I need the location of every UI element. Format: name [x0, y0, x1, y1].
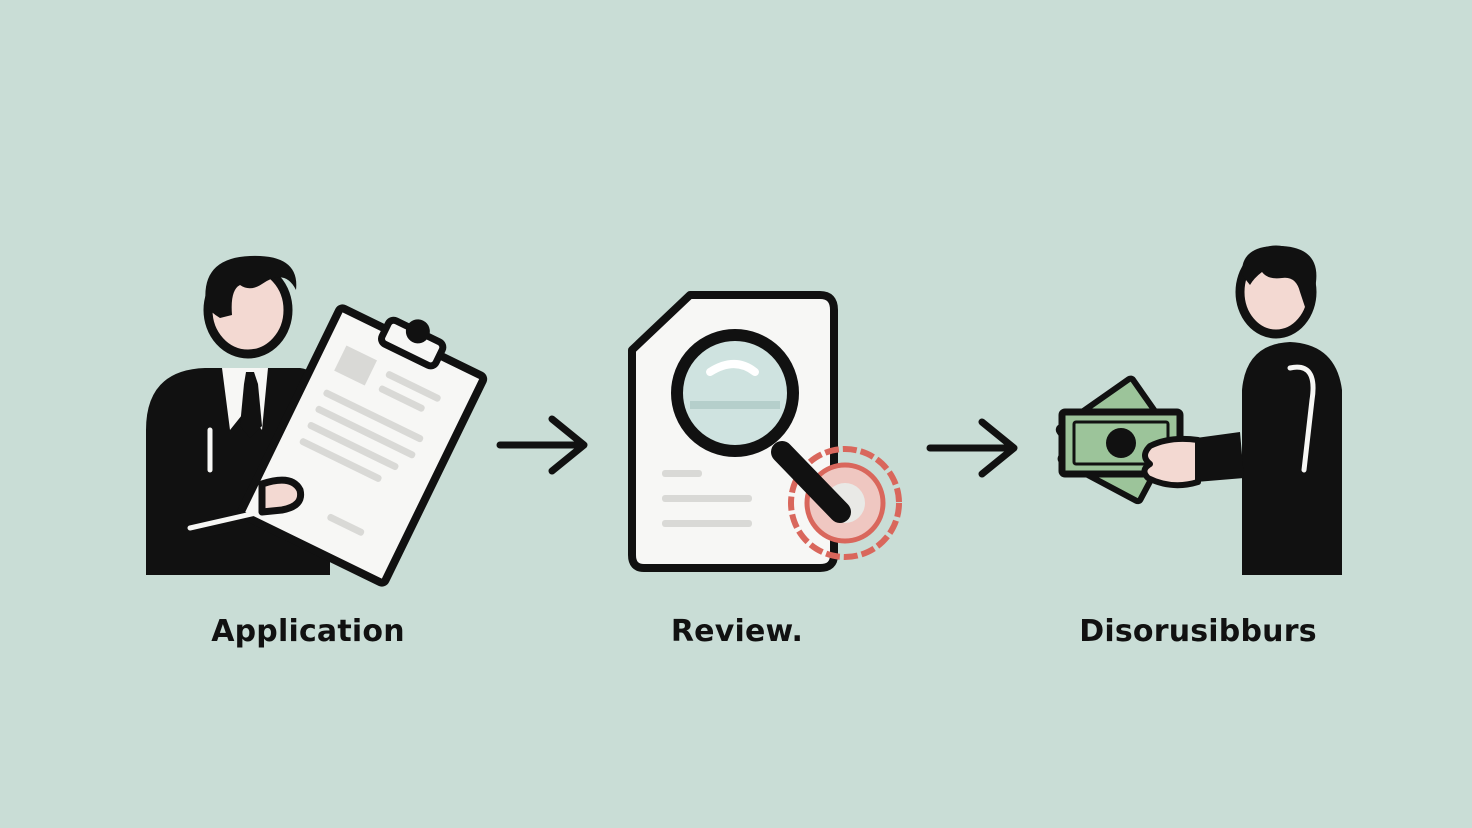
clipboard [237, 304, 488, 587]
applicant-hand [258, 476, 305, 516]
recipient-hair [1241, 245, 1317, 310]
magnifier [671, 329, 851, 523]
applicant-hair [205, 255, 297, 318]
step-label-disbursement: Disorusibburs [1079, 614, 1317, 649]
document-magnifier-icon [628, 291, 902, 572]
tie [240, 372, 262, 438]
arrow-right-icon [926, 418, 1018, 478]
arrow-right-icon [496, 415, 588, 475]
step-label-application: Application [211, 614, 405, 649]
recipient-hand [1141, 435, 1201, 489]
applicant-clipboard-icon [146, 255, 488, 587]
step-label-review: Review. [670, 614, 804, 649]
cash-handover-icon [1055, 245, 1342, 575]
recipient-body [1242, 342, 1342, 575]
